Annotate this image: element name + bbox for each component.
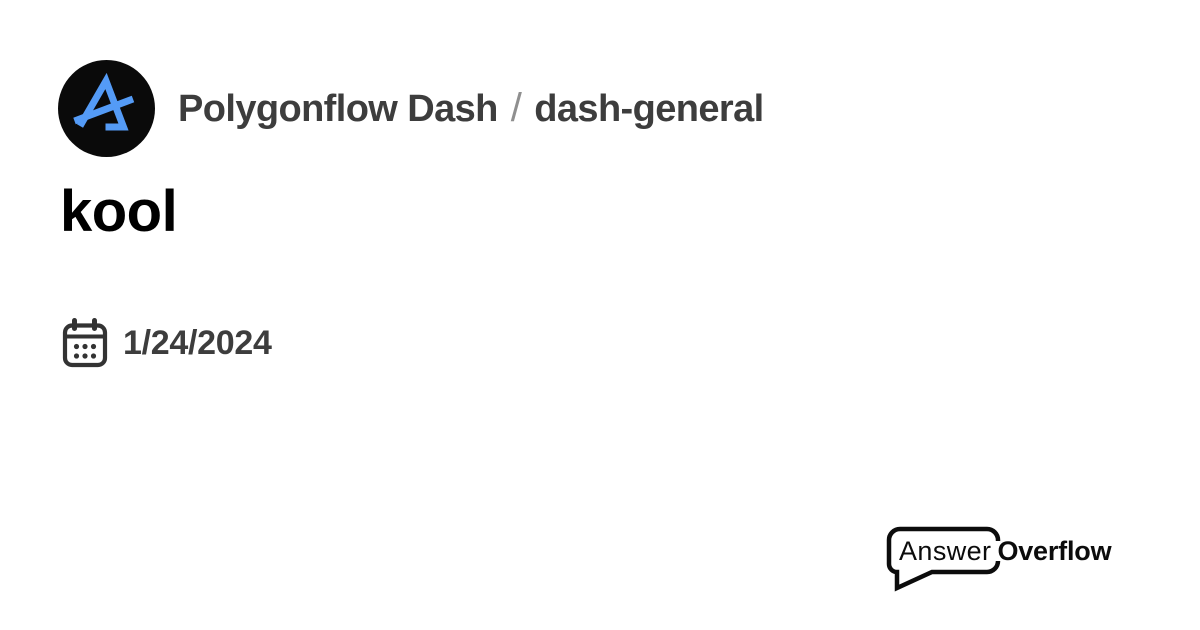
speech-bubble-icon (886, 526, 1001, 592)
community-name: Polygonflow Dash (178, 88, 498, 130)
calendar-icon-svg (62, 318, 108, 368)
header: Polygonflow Dash / dash-general (58, 60, 764, 157)
post-date: 1/24/2024 (123, 323, 272, 362)
calendar-icon (62, 318, 108, 368)
post-title: kool (60, 179, 178, 244)
calendar-body (62, 323, 108, 368)
polygonflow-a-logo-icon (58, 60, 155, 157)
community-avatar (58, 60, 155, 157)
speech-bubble-outline (886, 526, 1001, 592)
breadcrumb-separator: / (510, 86, 522, 130)
avatar-a-crossbar (73, 95, 135, 125)
logo-overflow-text: Overflow (997, 536, 1112, 566)
calendar-day-dots (73, 343, 97, 359)
channel-name: dash-general (534, 88, 764, 130)
logo-answer-text: Answer (899, 536, 992, 566)
breadcrumb: Polygonflow Dash / dash-general (178, 86, 764, 131)
post-date-row: 1/24/2024 (62, 318, 272, 368)
